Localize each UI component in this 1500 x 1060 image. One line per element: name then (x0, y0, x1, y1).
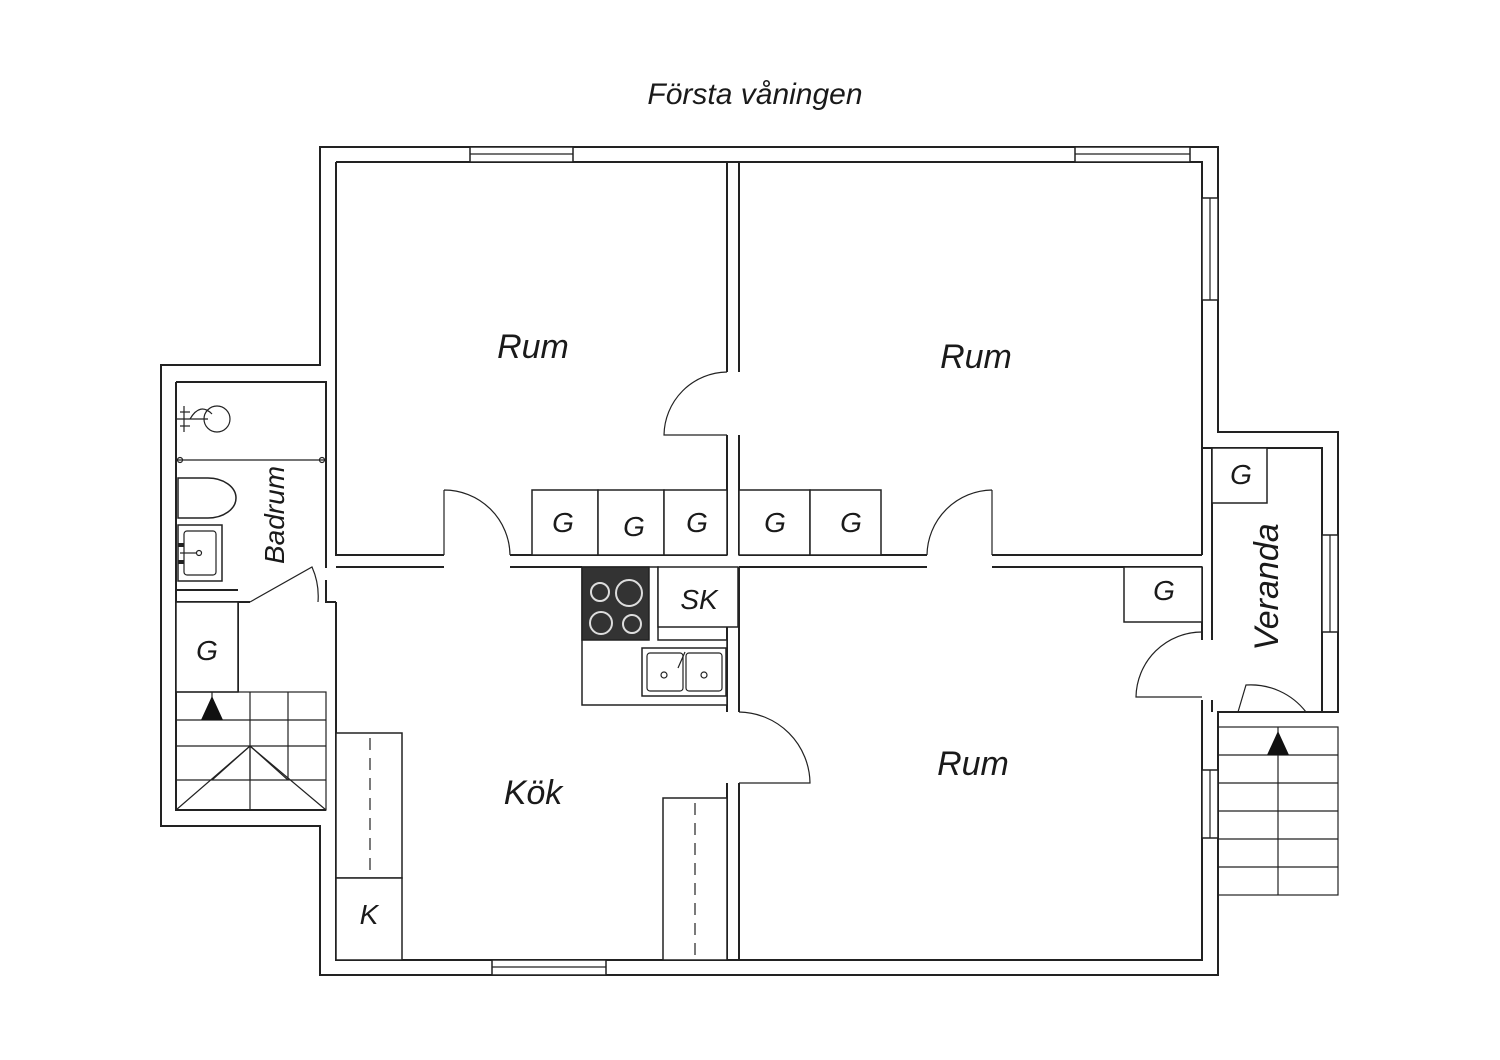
washbasin-icon (177, 524, 223, 582)
room-label-bottom-right: Rum (937, 745, 1009, 783)
stairs-west (175, 691, 327, 811)
doors (249, 371, 1307, 784)
windows (469, 146, 1339, 976)
window-top-right (1074, 146, 1191, 163)
sink-icon (641, 647, 727, 697)
door-between-top-rooms (663, 371, 728, 436)
cleaning-closet-label: SK (680, 584, 719, 615)
window-right-lower (1201, 769, 1219, 839)
room-label-top-right: Rum (940, 338, 1012, 376)
wardrobe-label: G (196, 635, 218, 666)
room-label-bathroom: Badrum (259, 466, 290, 564)
wardrobes: G G G G G G G G (175, 447, 1268, 693)
bathroom-fixtures (176, 405, 326, 582)
stairs-east (1217, 726, 1339, 896)
wardrobe-label: G (840, 507, 862, 538)
stove-icon (581, 566, 650, 641)
door-top-left-room (443, 489, 511, 556)
door-veranda-exterior (1237, 684, 1307, 713)
room-label-top-left: Rum (497, 328, 569, 366)
window-bottom-kitchen (491, 959, 607, 976)
window-right-upper (1201, 197, 1219, 301)
wardrobe-label: G (1230, 459, 1252, 490)
stair-arrow-icon (201, 696, 223, 720)
door-badrum (249, 566, 319, 603)
kitchen-fixtures: SK K (335, 566, 739, 961)
window-veranda (1321, 534, 1339, 633)
wardrobe-label: G (623, 511, 645, 542)
stair-arrow-icon (1267, 731, 1289, 755)
toilet-icon (177, 477, 237, 519)
fridge-label: K (360, 899, 380, 930)
wardrobe-label: G (764, 507, 786, 538)
wardrobe-label: G (686, 507, 708, 538)
wardrobe-label: G (552, 507, 574, 538)
door-veranda (1135, 631, 1203, 698)
door-top-right-room (926, 489, 993, 556)
window-top-left (469, 146, 574, 163)
door-kitchen-bottom-right (738, 711, 811, 784)
wardrobe-label: G (1153, 575, 1175, 606)
shower-icon (176, 405, 326, 464)
room-label-veranda: Veranda (1248, 523, 1286, 650)
room-label-kitchen: Kök (504, 774, 565, 812)
floor-title: Första våningen (647, 78, 862, 111)
